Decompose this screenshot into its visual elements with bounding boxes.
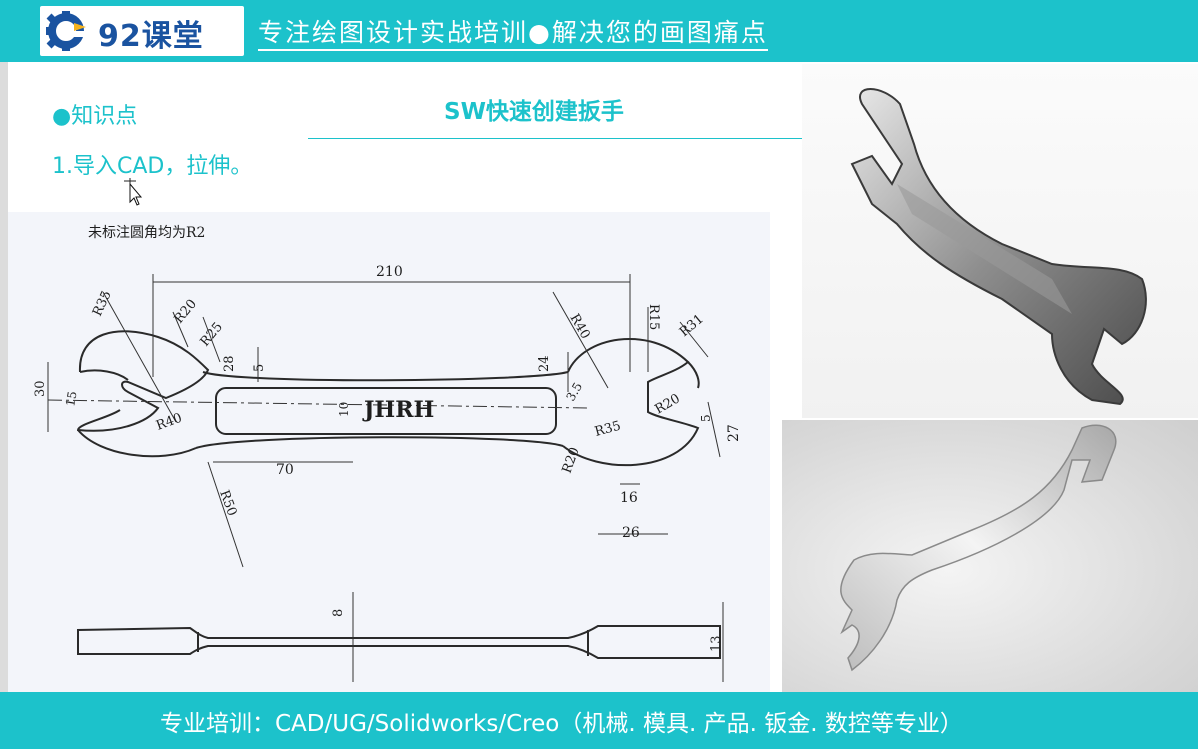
dim-r50: R50 (216, 488, 239, 518)
dim-3-5: 3.5 (563, 380, 585, 404)
wrench-render-top (802, 64, 1198, 418)
dim-r40-right: R40 (567, 312, 593, 342)
knowledge-title: ●知识点 (52, 104, 138, 129)
dim-r31: R31 (677, 312, 707, 340)
dim-r20-right: R20 (653, 391, 683, 417)
dim-5-right: 5 (699, 414, 713, 422)
footer-banner: 专业培训：CAD/UG/Solidworks/Creo（机械. 模具. 产品. … (0, 692, 1198, 749)
dim-10: 10 (337, 402, 351, 417)
dim-27: 27 (726, 424, 742, 442)
dim-r20-lower: R20 (560, 445, 583, 475)
gear-logo-icon (46, 11, 86, 51)
dim-5-left: 5 (252, 364, 267, 372)
knowledge-item: 1.导入CAD，拉伸。 (52, 154, 253, 179)
dim-24: 24 (537, 355, 552, 372)
dim-8: 8 (331, 609, 346, 617)
footer-text: 专业培训：CAD/UG/Solidworks/Creo（机械. 模具. 产品. … (160, 711, 963, 737)
move-cursor-icon (124, 178, 143, 206)
header-tagline: 专注绘图设计实战培训●解决您的画图痛点 (258, 17, 768, 51)
dim-28: 28 (222, 355, 237, 372)
title-underline (308, 138, 830, 139)
drawing-note: 未标注圆角均为R2 (88, 225, 205, 241)
dim-16: 16 (620, 490, 638, 506)
dim-26: 26 (622, 525, 640, 541)
dim-r15: R15 (646, 304, 661, 330)
dim-r35-right: R35 (593, 419, 622, 440)
logo-text: 92课堂 (98, 19, 204, 54)
dim-r25: R25 (198, 320, 226, 350)
brand-logo: 92课堂 (40, 6, 244, 56)
dim-r20: R20 (172, 297, 200, 327)
dim-70: 70 (276, 462, 294, 478)
wrench-render-bottom-svg (840, 424, 1117, 672)
header-banner: 92课堂 专注绘图设计实战培训●解决您的画图痛点 (0, 0, 1198, 62)
wrench-drawing-svg: 未标注圆角均为R2 JHRH 210 R35 R20 R25 28 5 30 1… (33, 225, 742, 682)
dim-15: 15 (63, 390, 79, 407)
dim-r35: R35 (90, 288, 115, 318)
wrench-render-bottom (782, 420, 1198, 692)
dim-210: 210 (376, 264, 403, 280)
emboss-text: JHRH (362, 397, 434, 423)
cad-drawing: 未标注圆角均为R2 JHRH 210 R35 R20 R25 28 5 30 1… (8, 212, 770, 692)
wrench-render-top-svg (850, 88, 1147, 406)
dim-13: 13 (709, 635, 724, 652)
left-edge-bar (0, 62, 8, 692)
slide-title: SW快速创建扳手 (444, 99, 624, 125)
dim-30: 30 (33, 380, 48, 397)
dim-r40-left: R40 (154, 411, 184, 434)
